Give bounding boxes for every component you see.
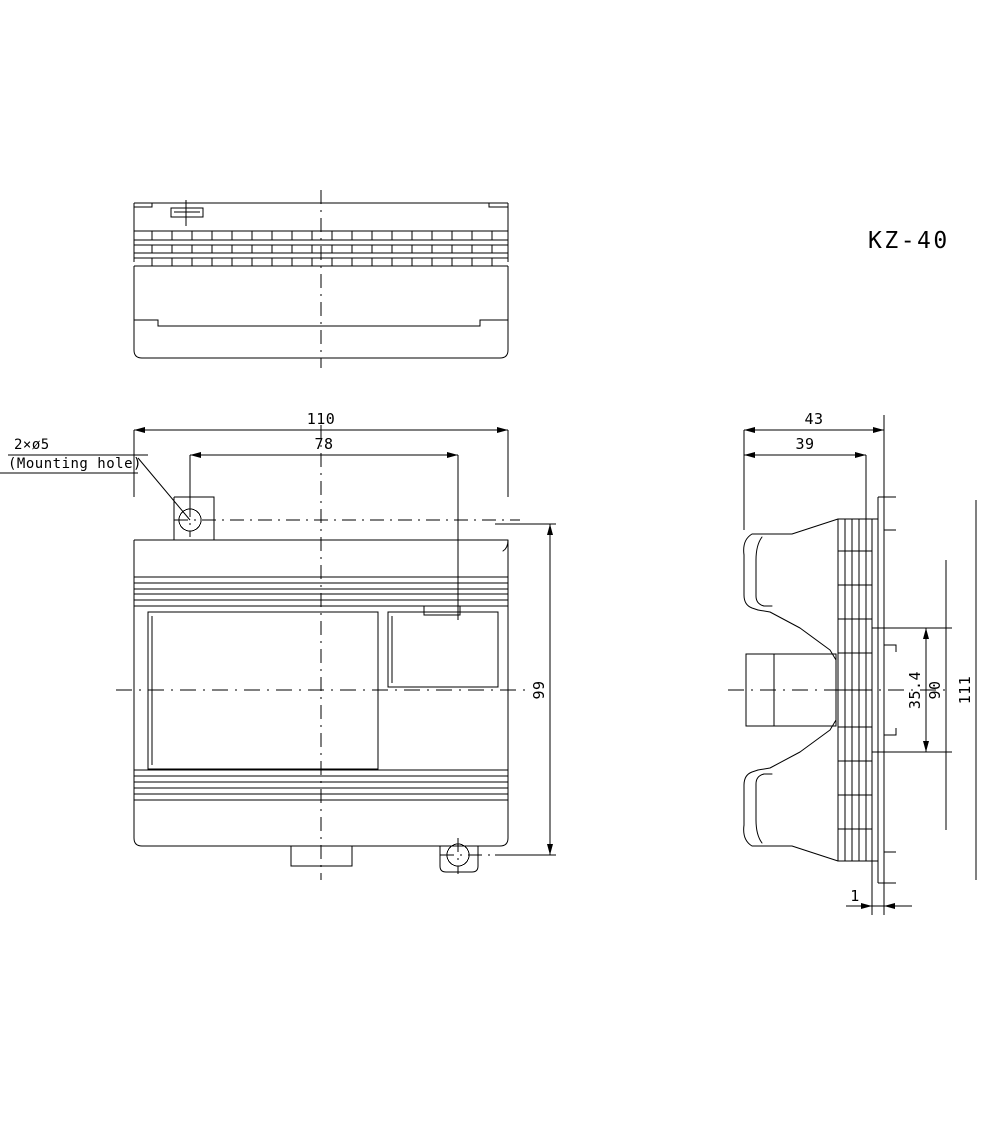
side-view-clip-hook-lower-outer (743, 769, 759, 826)
side-view-bracket-lower (884, 728, 897, 736)
side-view-clip-hook-lower-inner (755, 773, 765, 844)
dim-110-arrow-right (497, 427, 508, 433)
dim-1-label: 1 (850, 887, 860, 905)
dim-43-label: 43 (804, 410, 823, 428)
side-view-dimensions: 43 39 35.4 90 111 1 (743, 410, 977, 915)
front-view-bottom-edge (133, 837, 509, 847)
top-view-inner-step (134, 319, 508, 327)
dim-39-arrow-left (744, 452, 755, 458)
front-view-keypad-window (387, 611, 499, 688)
dim-99-label: 99 (530, 680, 548, 699)
side-view-front-face (745, 653, 837, 727)
front-view-corner-tr (502, 539, 509, 552)
front-view-keypad-tab (423, 605, 461, 616)
dim-78-arrow-right (447, 452, 458, 458)
side-view-lower-slope (757, 689, 837, 771)
top-view (133, 190, 509, 368)
note-mounting-hole-label: (Mounting hole) (8, 456, 142, 472)
drawing-title: KZ-40 (868, 228, 950, 254)
side-view-clip-hook-upper-outer (743, 554, 759, 611)
front-view (116, 425, 530, 880)
dim-1-arrow-left (861, 903, 872, 909)
note-leader-line (137, 457, 191, 521)
front-view-mount-tab-top (173, 496, 215, 541)
side-view-upper-slope (757, 609, 837, 691)
dim-99-arrow-bottom (547, 844, 553, 855)
dim-43-arrow-right (873, 427, 884, 433)
dim-90-label: 90 (926, 680, 944, 699)
dim-39-arrow-right (855, 452, 866, 458)
top-view-notch-right (488, 203, 508, 208)
dim-39-label: 39 (795, 435, 814, 453)
dim-354-arrow-bottom (923, 741, 929, 752)
dim-99-arrow-top (547, 524, 553, 535)
dim-43-arrow-left (744, 427, 755, 433)
dim-78-arrow-left (190, 452, 201, 458)
side-view-clip-hook-upper-inner (755, 536, 765, 607)
front-view-mount-tab-bottom (439, 845, 479, 873)
dim-354-arrow-top (923, 628, 929, 639)
dim-78-label: 78 (314, 435, 333, 453)
side-view-top-contour (743, 518, 879, 556)
note-mounting-hole-spec: 2×ø5 (14, 437, 50, 453)
dim-354-label: 35.4 (906, 671, 924, 709)
side-view-bracket-upper (884, 644, 897, 652)
top-view-screw-slot (170, 207, 204, 218)
dim-1-arrow-right (884, 903, 895, 909)
top-view-notch-left (134, 203, 153, 208)
dim-111-label: 111 (956, 676, 974, 705)
dim-110-arrow-left (134, 427, 145, 433)
side-view (728, 496, 950, 884)
dim-110-label: 110 (307, 410, 336, 428)
side-view-bottom-contour (743, 824, 879, 862)
front-view-dimensions: 110 78 99 2×ø5 (Mounting hole) (0, 410, 556, 856)
